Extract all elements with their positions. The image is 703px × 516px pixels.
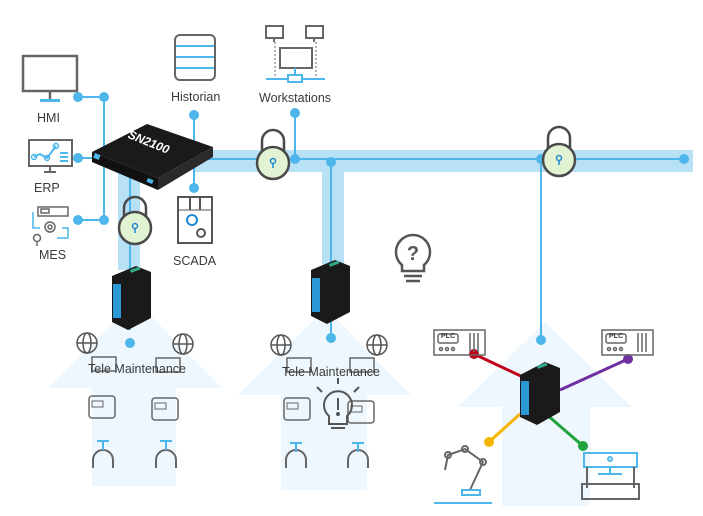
plc-left-label: PLC: [441, 333, 455, 340]
hmi-stand: [40, 99, 60, 102]
hmi-monitor-icon: [21, 54, 79, 99]
alert-lightbulb-icon: [316, 378, 360, 429]
lock-icon-left: [117, 195, 153, 246]
scada-label: SCADA: [173, 254, 217, 268]
valve-icons: [92, 440, 369, 468]
industrial-switch-middle: [311, 260, 350, 324]
industrial-switch-right: [520, 362, 560, 425]
workstations-label: Workstations: [259, 91, 332, 105]
tele-maintenance-left-label: Tele Maintenance: [88, 362, 186, 376]
erp-label: ERP: [34, 181, 60, 195]
rtu-icons: [88, 395, 375, 424]
tele-maintenance-left-icons: [76, 332, 194, 373]
historian-label: Historian: [171, 90, 221, 104]
svg-text:?: ?: [407, 243, 419, 265]
zone-arrow-left: [48, 300, 222, 486]
lock-icon-right: [541, 125, 577, 178]
erp-chart-icon: [28, 139, 73, 173]
press-machine-icon: [581, 452, 640, 500]
robot-port: [484, 437, 494, 447]
sn2100-switch: [92, 124, 213, 190]
historian-database-icon: [174, 34, 216, 81]
tele-maintenance-middle-label: Tele Maintenance: [282, 365, 380, 379]
lock-icon-middle: [255, 128, 291, 181]
industrial-switch-left: [112, 266, 151, 330]
tele-maintenance-middle-icons: [270, 334, 388, 373]
field-links: [473, 352, 629, 448]
connection-dots: [73, 92, 689, 348]
plc-right-icon: [601, 329, 654, 356]
question-lightbulb-icon: ?: [394, 233, 432, 283]
plc-left-icon: [433, 329, 486, 356]
plc-right-label: PLC: [609, 333, 623, 340]
mes-process-icon: [32, 206, 69, 246]
press-port: [578, 441, 588, 451]
robot-arm-icon: [434, 445, 492, 504]
plc-right-port: [623, 354, 633, 364]
hmi-label: HMI: [37, 111, 60, 125]
scada-panel-icon: [177, 196, 213, 244]
mes-label: MES: [39, 248, 67, 262]
plc-left-port: [469, 349, 479, 359]
workstations-network-icon: [265, 25, 325, 83]
